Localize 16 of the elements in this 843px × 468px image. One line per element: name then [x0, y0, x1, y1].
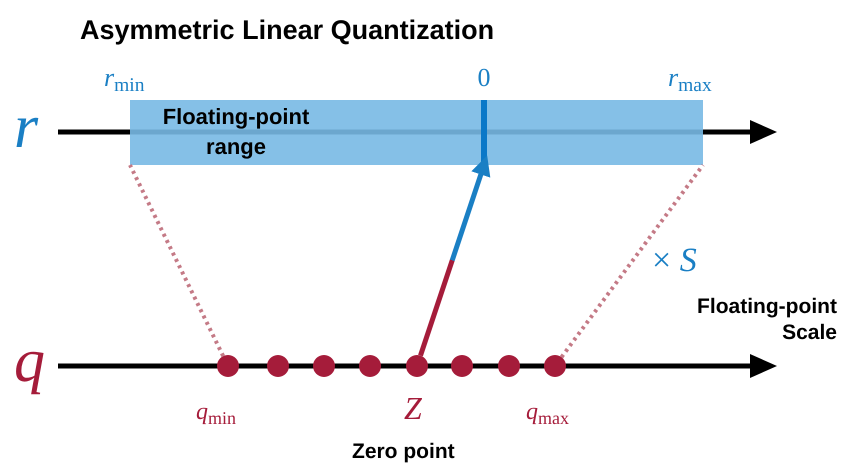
title: Asymmetric Linear Quantization	[80, 14, 494, 47]
axis-label: q	[14, 330, 45, 392]
range-label: q$_{max}$	[526, 398, 569, 430]
arrow	[418, 156, 490, 356]
range-label: r$_{min}$	[104, 62, 144, 97]
range-text: Floating-point range	[162, 103, 310, 161]
zero-label: 0	[478, 62, 490, 94]
axis-label: r	[14, 96, 38, 158]
scale-text: Floating-point Scale	[696, 294, 837, 346]
zero-point-text: Zero point	[352, 439, 455, 465]
dotted-line	[560, 164, 705, 358]
scale-label: × S	[652, 244, 697, 278]
range-label: r$_{max}$	[668, 62, 712, 97]
dotted-line	[128, 164, 225, 357]
zero-point-label: Z	[404, 389, 422, 428]
range-label: q$_{min}$	[196, 398, 236, 430]
